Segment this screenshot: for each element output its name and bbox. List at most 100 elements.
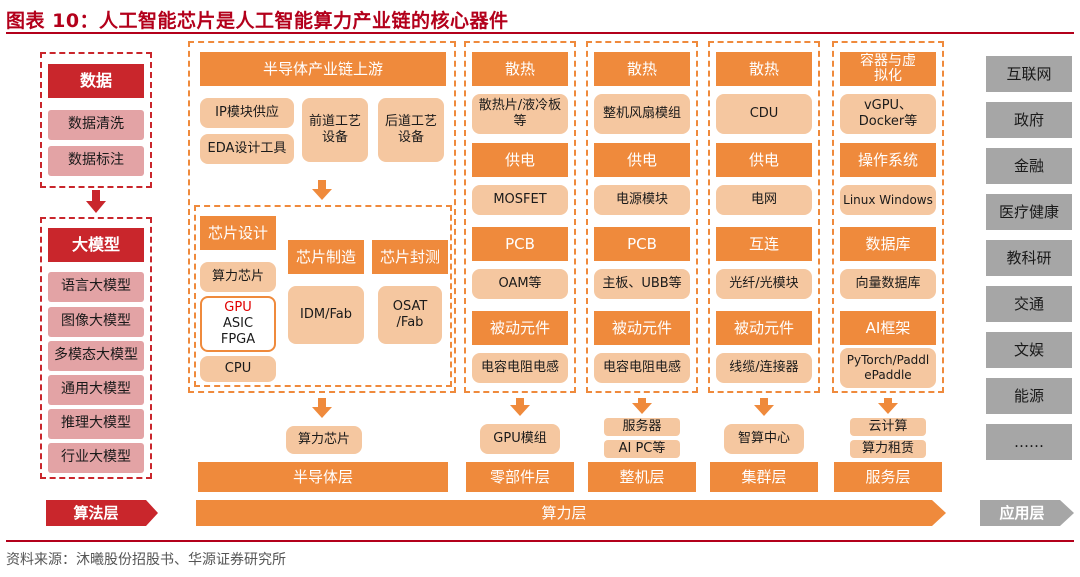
arrow-down-icon — [632, 403, 652, 414]
parts-header: PCB — [472, 227, 568, 261]
machine-output: AI PC等 — [604, 440, 680, 458]
arrow-down-icon — [754, 405, 774, 416]
design-header: 芯片设计 — [200, 216, 276, 250]
app-item: 政府 — [986, 102, 1072, 138]
pack-header: 芯片封测 — [372, 240, 448, 274]
semi-output: 算力芯片 — [286, 426, 362, 454]
fab-header: 芯片制造 — [288, 240, 364, 274]
data-item: 数据清洗 — [48, 110, 144, 140]
chart-title: 图表 10：人工智能芯片是人工智能算力产业链的核心器件 — [6, 10, 509, 32]
parts-item: OAM等 — [472, 269, 568, 299]
app-item: 金融 — [986, 148, 1072, 184]
arrow-down-icon — [510, 405, 530, 416]
chip-types: GPU ASIC FPGA — [200, 296, 276, 352]
algo-layer-bar — [46, 500, 158, 526]
fab-item: IDM/Fab — [288, 286, 364, 344]
service-group — [832, 41, 944, 393]
app-layer-label: 应用层 — [999, 503, 1045, 522]
arrow-down-icon — [312, 407, 332, 418]
machine-layer: 整机层 — [588, 462, 696, 492]
model-item: 多模态大模型 — [48, 341, 144, 371]
cluster-item: 光纤/光模块 — [716, 269, 812, 299]
app-item: 能源 — [986, 378, 1072, 414]
parts-item: 散热片/液冷板等 — [472, 94, 568, 134]
arrow-stem — [318, 398, 326, 408]
parts-header: 散热 — [472, 52, 568, 86]
arrow-down-icon — [86, 201, 106, 213]
upstream-item: 后道工艺设备 — [378, 98, 444, 162]
arrow-stem — [516, 398, 524, 406]
machine-item: 主板、UBB等 — [594, 269, 690, 299]
service-item: vGPU、Docker等 — [840, 94, 936, 134]
service-item: PyTorch/PaddlePaddle — [840, 348, 936, 388]
model-item: 通用大模型 — [48, 375, 144, 405]
model-item: 推理大模型 — [48, 409, 144, 439]
cluster-header: 被动元件 — [716, 311, 812, 345]
machine-item: 电源模块 — [594, 185, 690, 215]
service-header: 操作系统 — [840, 143, 936, 177]
service-output: 算力租赁 — [850, 440, 926, 458]
cluster-item: CDU — [716, 94, 812, 134]
parts-group — [464, 41, 576, 393]
design-sub: 算力芯片 — [200, 262, 276, 292]
chip-group — [194, 205, 452, 387]
arrow-down-icon — [878, 403, 898, 414]
upstream-item: IP模块供应 — [200, 98, 294, 128]
app-item: 交通 — [986, 286, 1072, 322]
model-item: 行业大模型 — [48, 443, 144, 473]
source-note: 资料来源：沐曦股份招股书、华源证券研究所 — [6, 552, 286, 568]
cluster-group — [708, 41, 820, 393]
data-group — [40, 52, 152, 188]
upstream-item: EDA设计工具 — [200, 134, 294, 164]
pack-item: OSAT /Fab — [378, 286, 442, 344]
cluster-header: 散热 — [716, 52, 812, 86]
machine-header: 散热 — [594, 52, 690, 86]
service-header: 容器与虚拟化 — [840, 52, 936, 86]
app-layer-bar — [980, 500, 1074, 526]
semi-group — [188, 41, 456, 393]
upstream-item: 前道工艺设备 — [302, 98, 368, 162]
title-rule — [6, 32, 1074, 34]
arrow-stem — [884, 398, 892, 404]
chip-fpga: FPGA — [220, 332, 256, 348]
app-item: 医疗健康 — [986, 194, 1072, 230]
machine-item: 电容电阻电感 — [594, 353, 690, 383]
arrow-stem — [92, 190, 100, 202]
machine-header: 供电 — [594, 143, 690, 177]
arrow-down-icon — [312, 189, 332, 200]
data-item: 数据标注 — [48, 146, 144, 176]
parts-layer: 零部件层 — [466, 462, 574, 492]
design-cpu: CPU — [200, 356, 276, 382]
cluster-item: 电网 — [716, 185, 812, 215]
service-layer: 服务层 — [834, 462, 942, 492]
service-item: Linux Windows — [840, 185, 936, 215]
cluster-output: 智算中心 — [724, 424, 804, 454]
chip-asic: ASIC — [222, 315, 254, 331]
app-item: 文娱 — [986, 332, 1072, 368]
model-header: 大模型 — [48, 228, 144, 262]
parts-header: 供电 — [472, 143, 568, 177]
cluster-header: 互连 — [716, 227, 812, 261]
machine-group — [586, 41, 698, 393]
model-item: 图像大模型 — [48, 307, 144, 337]
arrow-stem — [760, 398, 768, 406]
data-header: 数据 — [48, 64, 144, 98]
parts-header: 被动元件 — [472, 311, 568, 345]
compute-layer-bar — [196, 500, 946, 526]
app-item: …… — [986, 424, 1072, 460]
parts-item: 电容电阻电感 — [472, 353, 568, 383]
machine-header: PCB — [594, 227, 690, 261]
app-item: 教科研 — [986, 240, 1072, 276]
cluster-layer: 集群层 — [710, 462, 818, 492]
service-header: 数据库 — [840, 227, 936, 261]
upstream-header: 半导体产业链上游 — [200, 52, 446, 86]
model-group — [40, 217, 152, 479]
app-item: 互联网 — [986, 56, 1072, 92]
parts-output: GPU模组 — [480, 424, 560, 454]
algo-layer-label: 算法层 — [73, 503, 119, 522]
machine-item: 整机风扇模组 — [594, 94, 690, 134]
compute-layer-label: 算力层 — [541, 503, 587, 522]
arrow-stem — [638, 398, 646, 404]
semi-layer: 半导体层 — [198, 462, 448, 492]
parts-item: MOSFET — [472, 185, 568, 215]
